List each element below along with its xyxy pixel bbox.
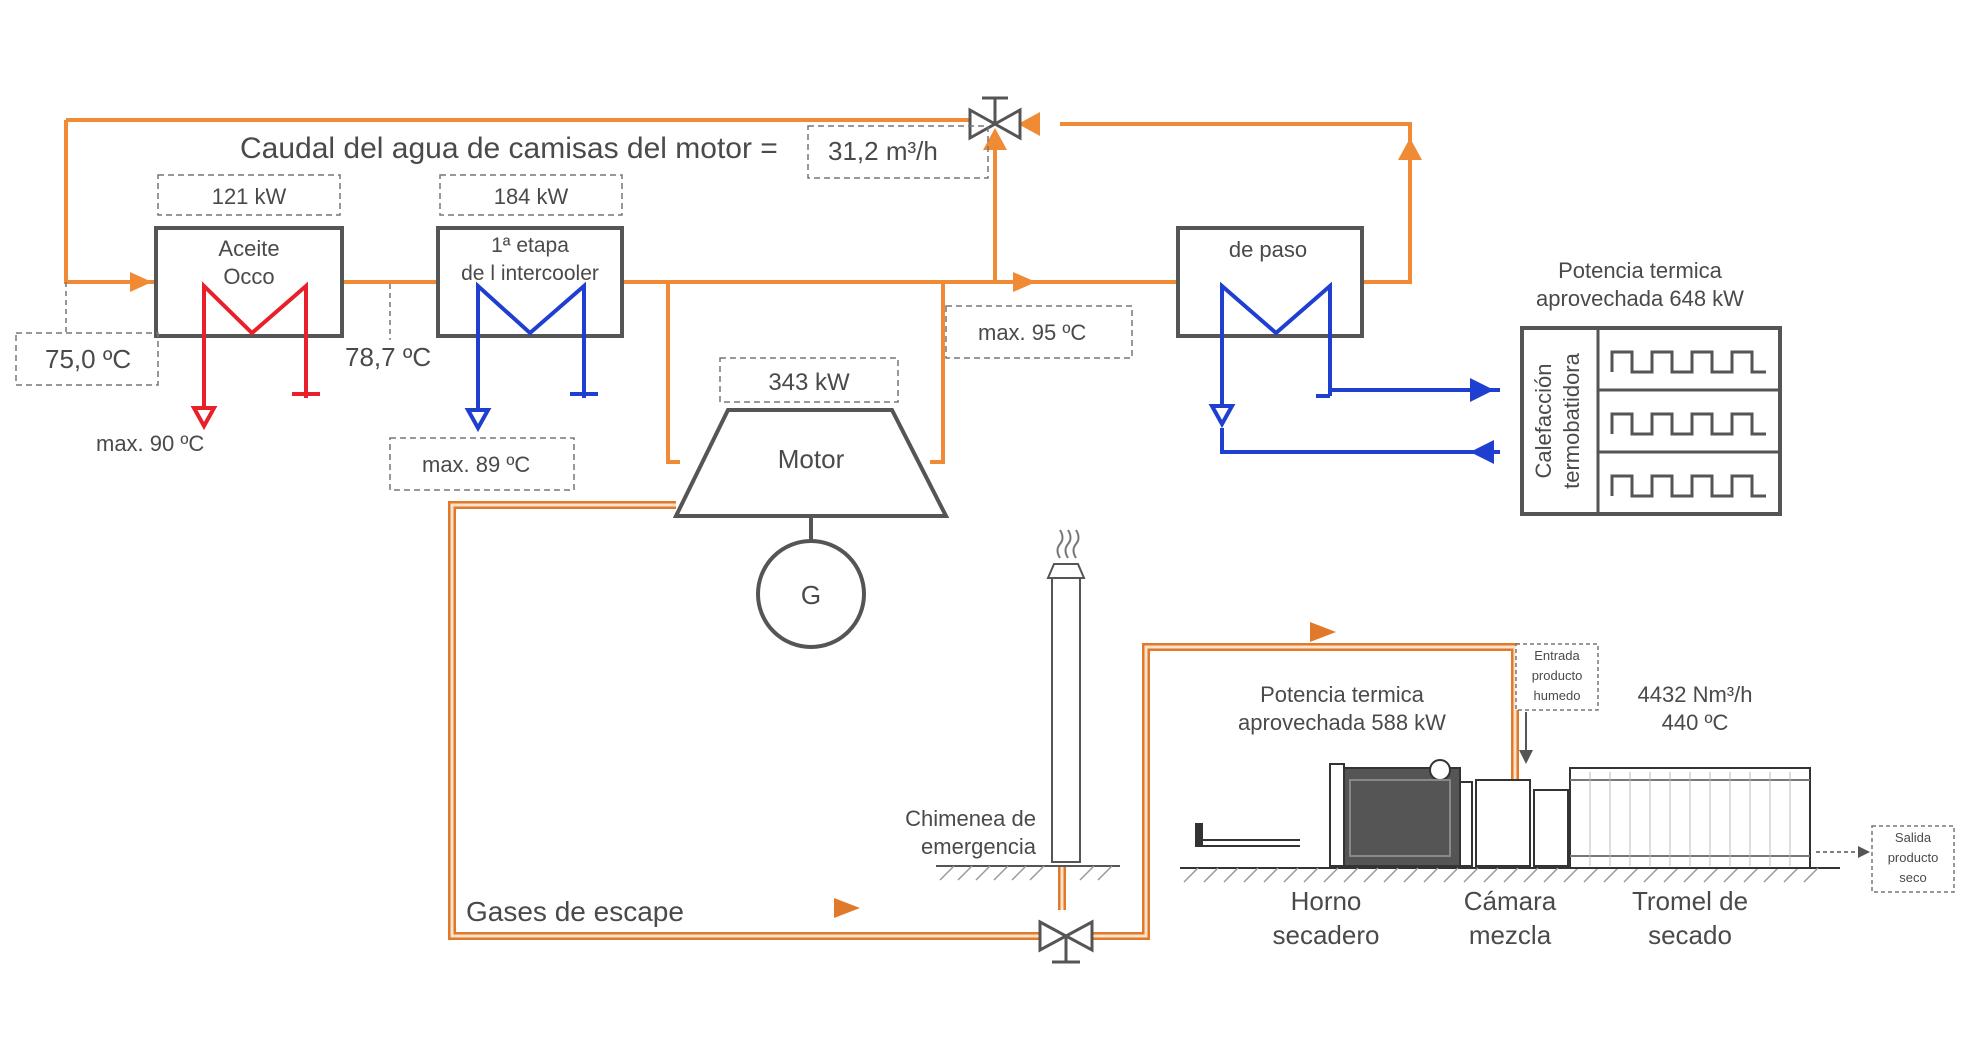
- generator-label: G: [801, 580, 821, 610]
- camara-label-2: mezcla: [1469, 920, 1552, 950]
- max-89-label: max. 89 ºC: [422, 452, 530, 477]
- tromel-label-2: secado: [1648, 920, 1732, 950]
- camara-label-1: Cámara: [1464, 886, 1557, 916]
- generator: [756, 539, 866, 649]
- heating-power-1: Potencia termica: [1558, 258, 1723, 283]
- horno-label-1: Horno: [1291, 886, 1362, 916]
- outlet-product-2: producto: [1888, 850, 1939, 865]
- inlet-product-1: Entrada: [1534, 648, 1580, 663]
- intercooler-exchanger: [436, 226, 624, 338]
- exhaust-valve: [1038, 919, 1094, 964]
- paso-coil: [1208, 281, 1500, 454]
- flow-value-box: [807, 125, 989, 179]
- flow-arrows-blue: [1470, 378, 1494, 464]
- jacket-flow-title: Caudal del agua de camisas del motor =: [240, 132, 778, 165]
- inlet-temp-box: [15, 332, 159, 386]
- paso-label: de paso: [1229, 237, 1307, 262]
- intercooler-power: 184 kW: [494, 184, 569, 209]
- horno-label-2: secadero: [1273, 920, 1380, 950]
- heating-coils: [1610, 350, 1766, 498]
- exhaust-label: Gases de escape: [466, 896, 684, 927]
- flow-arrows-orange: [130, 112, 1422, 292]
- heating-power-2: aprovechada 648 kW: [1536, 286, 1744, 311]
- inlet-temp: 75,0 ºC: [45, 344, 131, 374]
- jacket-water-loop: [64, 118, 1412, 464]
- heating-label-1: Calefacción: [1531, 364, 1556, 479]
- dryer-machinery: [1180, 759, 1840, 883]
- dryer-power-1: Potencia termica: [1260, 682, 1425, 707]
- inlet-product-2: producto: [1532, 668, 1583, 683]
- oil-power: 121 kW: [212, 184, 287, 209]
- mid-temp: 78,7 ºC: [345, 342, 431, 372]
- oil-label-2: Occo: [223, 264, 274, 289]
- dryer-flow: 4432 Nm³/h: [1638, 682, 1753, 707]
- motor-power-box: [719, 357, 899, 403]
- max-95-box: [945, 305, 1133, 359]
- motor-power: 343 kW: [768, 369, 850, 396]
- outlet-product-1: Salida: [1895, 830, 1932, 845]
- max-89-box: [389, 437, 575, 491]
- chimney-label-1: Chimenea de: [905, 806, 1036, 831]
- intercooler-coil: [464, 281, 598, 433]
- chimney-label-2: emergencia: [921, 834, 1037, 859]
- oil-coil: [190, 281, 320, 431]
- three-way-valve-top: [968, 96, 1022, 141]
- max-95-label: max. 95 ºC: [978, 320, 1086, 345]
- oil-exchanger: [154, 226, 344, 338]
- inlet-product-3: humedo: [1534, 688, 1581, 703]
- chimney: [936, 529, 1120, 881]
- tromel-label-1: Tromel de: [1632, 886, 1748, 916]
- oil-label-1: Aceite: [218, 236, 279, 261]
- motor-block: [672, 408, 950, 518]
- oil-power-box: [157, 174, 341, 216]
- motor-label: Motor: [778, 444, 845, 474]
- flow-value: 31,2 m³/h: [828, 136, 938, 166]
- inlet-product-box: [1515, 643, 1599, 711]
- intercooler-power-box: [439, 174, 623, 216]
- heating-label-2: termobatidora: [1559, 352, 1584, 489]
- exhaust-arrows: [834, 622, 1336, 918]
- exhaust-line: [448, 501, 1519, 940]
- dryer-power-2: aprovechada 588 kW: [1238, 710, 1446, 735]
- intercooler-label-2: de l intercooler: [461, 262, 599, 285]
- max-90-label: max. 90 ºC: [96, 431, 204, 456]
- dryer-temp: 440 ºC: [1662, 710, 1729, 735]
- outlet-product-box: [1871, 825, 1955, 893]
- intercooler-label-1: 1ª etapa: [491, 234, 569, 257]
- outlet-product-3: seco: [1899, 870, 1926, 885]
